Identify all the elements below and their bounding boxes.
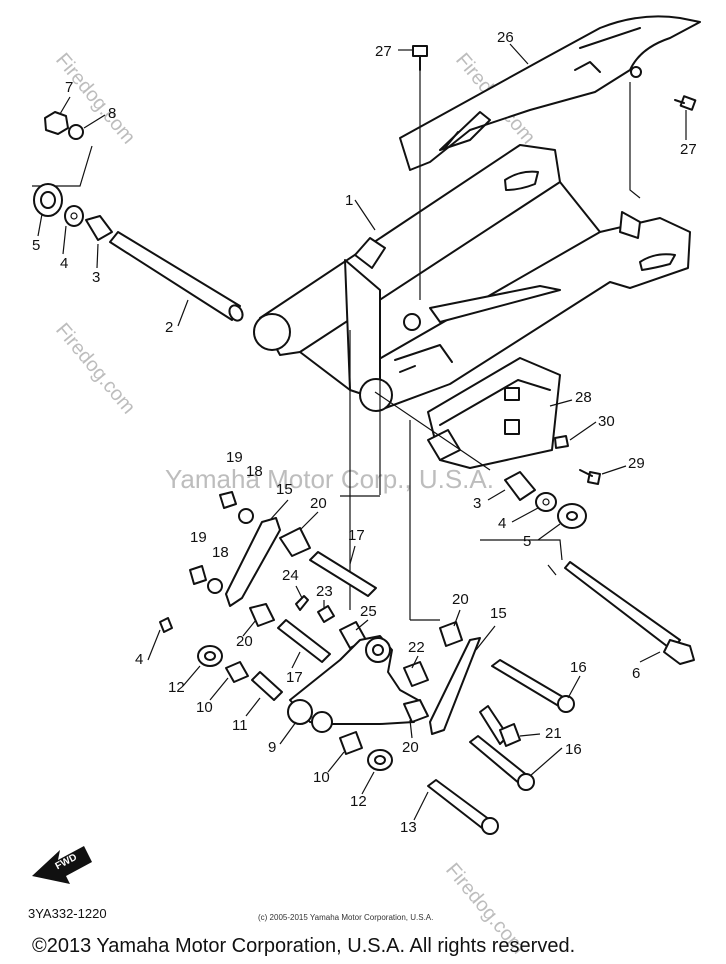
- label-4: 4: [60, 255, 68, 272]
- label-24: 24: [282, 567, 299, 584]
- label-2: 2: [165, 319, 173, 336]
- label-6: 6: [632, 665, 640, 682]
- chain-guide: [427, 357, 561, 469]
- left-parts: [33, 111, 244, 322]
- label-15: 15: [276, 481, 293, 498]
- label-12: 12: [168, 679, 185, 696]
- label-7: 7: [65, 79, 73, 96]
- label-27: 27: [375, 43, 392, 60]
- label-13: 13: [400, 819, 417, 836]
- label-5b: 5: [523, 533, 531, 550]
- label-26: 26: [497, 29, 514, 46]
- label-29: 29: [628, 455, 645, 472]
- label-leaders: [37, 43, 687, 821]
- leader-lines: [32, 64, 641, 621]
- label-9: 9: [268, 739, 276, 756]
- label-3b: 3: [473, 495, 481, 512]
- label-22: 22: [408, 639, 425, 656]
- diagram-code: 3YA332-1220: [28, 906, 107, 921]
- label-10: 10: [196, 699, 213, 716]
- label-8: 8: [108, 105, 116, 122]
- label-23: 23: [316, 583, 333, 600]
- label-28: 28: [575, 389, 592, 406]
- label-20d: 20: [402, 739, 419, 756]
- label-20: 20: [310, 495, 327, 512]
- copyright-footer: ©2013 Yamaha Motor Corporation, U.S.A. A…: [32, 935, 575, 957]
- label-15b: 15: [490, 605, 507, 622]
- label-20c: 20: [452, 591, 469, 608]
- small-copyright: (c) 2005-2015 Yamaha Motor Corporation, …: [258, 913, 433, 922]
- label-4c: 4: [135, 651, 143, 668]
- label-18: 18: [246, 463, 263, 480]
- swingarm: [253, 144, 691, 412]
- right-parts: [504, 435, 695, 665]
- label-16: 16: [570, 659, 587, 676]
- label-18b: 18: [212, 544, 229, 561]
- label-5: 5: [32, 237, 40, 254]
- label-19: 19: [226, 449, 243, 466]
- label-30: 30: [598, 413, 615, 430]
- watermark-top-left: Firedog.com: [51, 49, 139, 148]
- linkage-left: [159, 491, 377, 701]
- label-27b: 27: [680, 141, 697, 158]
- watermark-mid-left: Firedog.com: [51, 319, 139, 418]
- label-20b: 20: [236, 633, 253, 650]
- chain-case: [399, 15, 701, 171]
- label-17b: 17: [286, 669, 303, 686]
- bolt-27: [412, 45, 697, 111]
- label-10b: 10: [313, 769, 330, 786]
- watermark-center: Yamaha Motor Corp., U.S.A.: [165, 464, 494, 494]
- label-21: 21: [545, 725, 562, 742]
- relay-arm: [287, 635, 429, 771]
- linkage-right: [427, 621, 575, 835]
- label-3: 3: [92, 269, 100, 286]
- label-25: 25: [360, 603, 377, 620]
- label-17: 17: [348, 527, 365, 544]
- label-11: 11: [232, 717, 248, 734]
- label-16b: 16: [565, 741, 582, 758]
- label-19b: 19: [190, 529, 207, 546]
- label-1: 1: [345, 192, 353, 209]
- fwd-arrow-icon: FWD: [32, 846, 92, 884]
- label-4b: 4: [498, 515, 506, 532]
- callout-labels: 1 2 3 3 4 4 4 5 5 6 7 8 9 10 10 11 12 12…: [32, 29, 697, 836]
- label-12b: 12: [350, 793, 367, 810]
